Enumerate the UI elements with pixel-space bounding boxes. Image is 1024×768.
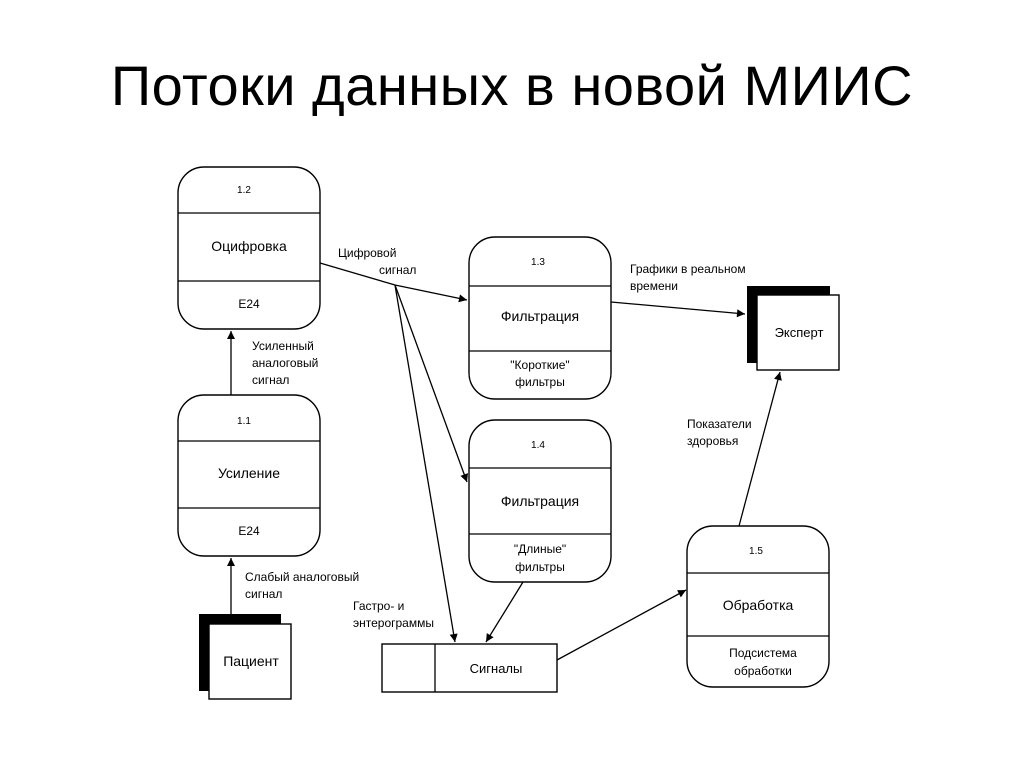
process-processing[interactable]: 1.5 Обработка Подсистема обработки bbox=[686, 525, 830, 688]
svg-text:здоровья: здоровья bbox=[687, 434, 738, 448]
flow-store-to-processing bbox=[556, 589, 687, 661]
process-number: 1.5 bbox=[749, 546, 763, 557]
process-subtitle: Подсистема bbox=[729, 646, 797, 660]
flow-digital-signal: Цифровой сигнал bbox=[319, 246, 469, 643]
svg-text:Цифровой: Цифровой bbox=[338, 246, 396, 260]
entity-patient[interactable]: Пациент bbox=[199, 614, 292, 700]
svg-text:Показатели: Показатели bbox=[687, 417, 752, 431]
data-store-label: Сигналы bbox=[470, 661, 523, 676]
svg-text:Гастро- и: Гастро- и bbox=[353, 599, 404, 613]
process-name: Фильтрация bbox=[501, 493, 579, 509]
process-subtitle: E24 bbox=[238, 297, 260, 311]
svg-text:Слабый аналоговый: Слабый аналоговый bbox=[245, 570, 359, 584]
process-name: Оцифровка bbox=[211, 238, 287, 254]
process-subtitle: "Длиные" bbox=[514, 542, 566, 556]
process-subtitle: фильтры bbox=[515, 375, 565, 389]
entity-label: Пациент bbox=[223, 653, 279, 669]
svg-text:Усиленный: Усиленный bbox=[252, 339, 314, 353]
process-subtitle: обработки bbox=[734, 664, 792, 678]
flow-amplified-signal: Усиленный аналоговый сигнал bbox=[227, 331, 318, 395]
process-name: Фильтрация bbox=[501, 308, 579, 324]
process-number: 1.4 bbox=[531, 440, 545, 451]
process-amplification[interactable]: 1.1 Усиление E24 bbox=[177, 394, 321, 557]
svg-text:энтерограммы: энтерограммы bbox=[353, 616, 434, 630]
process-digitization[interactable]: 1.2 Оцифровка E24 bbox=[177, 166, 321, 330]
svg-text:Графики в реальном: Графики в реальном bbox=[630, 262, 746, 276]
process-subtitle: E24 bbox=[238, 524, 260, 538]
flow-weak-signal: Слабый аналоговый сигнал bbox=[227, 558, 359, 614]
process-number: 1.3 bbox=[531, 257, 545, 268]
process-name: Усиление bbox=[218, 465, 280, 481]
svg-text:аналоговый: аналоговый bbox=[252, 356, 318, 370]
process-subtitle: "Короткие" bbox=[510, 358, 569, 372]
data-store-signals[interactable]: Сигналы bbox=[381, 643, 558, 693]
flow-filtered-to-store bbox=[485, 581, 524, 643]
entity-expert[interactable]: Эксперт bbox=[747, 286, 840, 371]
flow-graphs-realtime: Графики в реальном времени bbox=[610, 262, 746, 318]
svg-text:сигнал: сигнал bbox=[252, 373, 289, 387]
process-number: 1.2 bbox=[237, 185, 251, 196]
process-filtering-long[interactable]: 1.4 Фильтрация "Длиные" фильтры bbox=[468, 419, 612, 583]
flow-health-indicators: Показатели здоровья bbox=[687, 371, 782, 527]
process-subtitle: фильтры bbox=[515, 560, 565, 574]
process-filtering-short[interactable]: 1.3 Фильтрация "Короткие" фильтры bbox=[468, 236, 612, 400]
slide-title: Потоки данных в новой МИИС bbox=[110, 54, 914, 117]
svg-text:времени: времени bbox=[630, 279, 678, 293]
svg-text:сигнал: сигнал bbox=[379, 263, 416, 277]
process-name: Обработка bbox=[723, 597, 794, 613]
entity-label: Эксперт bbox=[775, 325, 824, 340]
label-gastro-enterograms: Гастро- и энтерограммы bbox=[353, 599, 434, 630]
process-number: 1.1 bbox=[237, 416, 251, 427]
svg-text:сигнал: сигнал bbox=[245, 587, 282, 601]
